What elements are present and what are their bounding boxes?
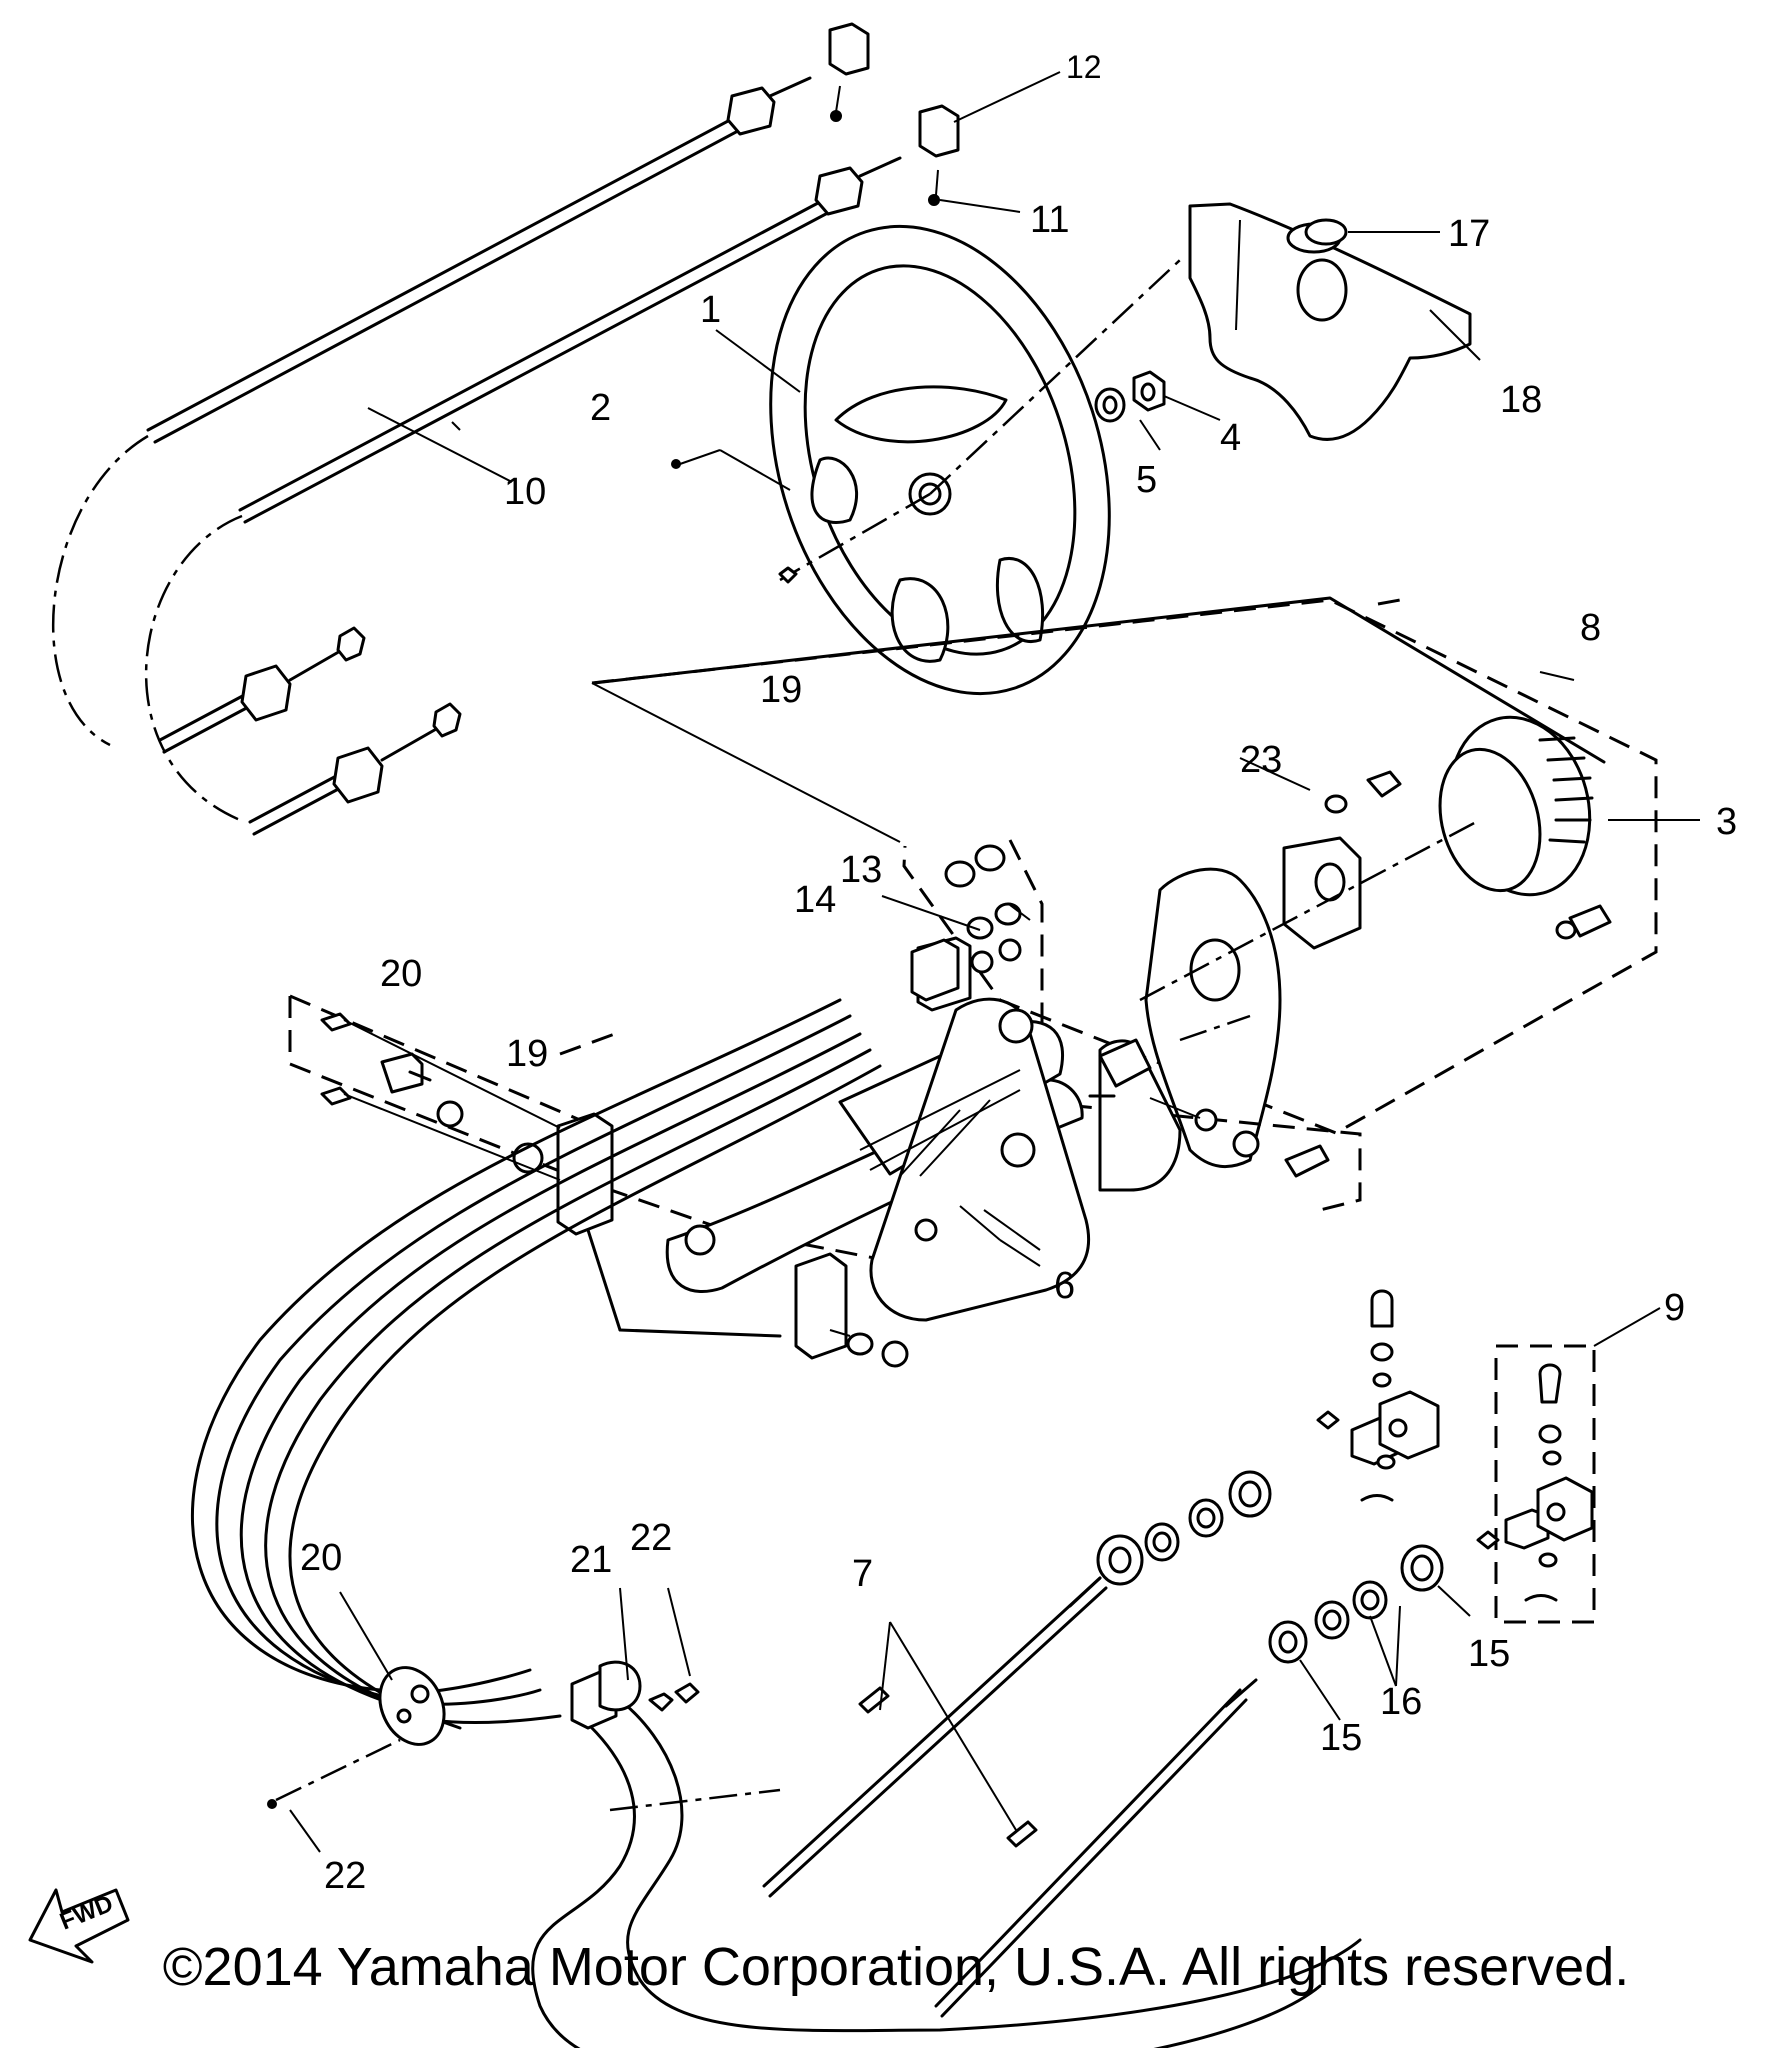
callout-3: 3 bbox=[1716, 801, 1737, 843]
bracket-part-6 bbox=[665, 936, 1251, 1322]
callout-10: 10 bbox=[504, 471, 546, 513]
clevis-kit-part-9 bbox=[1476, 1307, 1661, 1624]
nut-washer-parts-4-5 bbox=[1094, 370, 1166, 423]
push-pull-cables-part-7 bbox=[762, 1576, 1258, 2018]
clamp-part-21 bbox=[267, 1587, 700, 1853]
copyright-notice: ©2014 Yamaha Motor Corporation, U.S.A. A… bbox=[162, 1937, 1630, 1997]
bolts-part-23 bbox=[1239, 757, 1612, 940]
callout-23: 23 bbox=[1240, 739, 1282, 781]
callout-16: 16 bbox=[1380, 1681, 1422, 1723]
callout-20-bottom: 20 bbox=[300, 1537, 342, 1579]
callout-18: 18 bbox=[1500, 379, 1542, 421]
callout-13: 13 bbox=[840, 849, 882, 891]
assembly-box-part-8 bbox=[591, 598, 1658, 1135]
callout-22-top: 22 bbox=[630, 1517, 672, 1559]
bracket-line bbox=[592, 596, 1606, 764]
callout-20-top: 20 bbox=[380, 953, 422, 995]
steering-wheel-part-1 bbox=[671, 224, 1181, 696]
callout-15-left: 15 bbox=[1320, 1717, 1362, 1759]
callout-17: 17 bbox=[1448, 213, 1490, 255]
cables-bundle bbox=[191, 998, 1362, 2048]
callout-6: 6 bbox=[1054, 1265, 1075, 1307]
callout-8: 8 bbox=[1580, 607, 1601, 649]
callout-9: 9 bbox=[1664, 1287, 1685, 1329]
callout-1: 1 bbox=[700, 289, 721, 331]
callout-11: 11 bbox=[1030, 199, 1069, 241]
mount-plate bbox=[1139, 818, 1481, 1169]
callout-2: 2 bbox=[590, 387, 611, 429]
callout-5: 5 bbox=[1136, 459, 1157, 501]
callout-numbers: 1 2 3 4 5 6 7 8 9 10 11 12 13 14 15 15 1… bbox=[300, 49, 1737, 1897]
callout-14: 14 bbox=[794, 879, 836, 921]
callout-15-right: 15 bbox=[1468, 1633, 1510, 1675]
cap-part-17 bbox=[1304, 218, 1440, 246]
pulley-part-3 bbox=[1438, 715, 1700, 897]
callout-19-top: 19 bbox=[760, 669, 802, 711]
clevis-upper bbox=[1316, 1289, 1440, 1502]
callout-4: 4 bbox=[1220, 417, 1241, 459]
grommet-part-20 bbox=[339, 1591, 446, 1746]
callout-7: 7 bbox=[852, 1553, 873, 1595]
callout-12: 12 bbox=[1066, 49, 1102, 85]
bolts-part-20 bbox=[320, 1012, 1330, 1368]
bushings-parts-15-16 bbox=[1096, 1470, 1471, 1721]
callout-22-bottom: 22 bbox=[324, 1855, 366, 1897]
upper-cables-part-10 bbox=[51, 22, 960, 836]
callout-21: 21 bbox=[570, 1539, 612, 1581]
leader-lines bbox=[451, 71, 1575, 1251]
callout-19-mid: 19 bbox=[506, 1033, 548, 1075]
